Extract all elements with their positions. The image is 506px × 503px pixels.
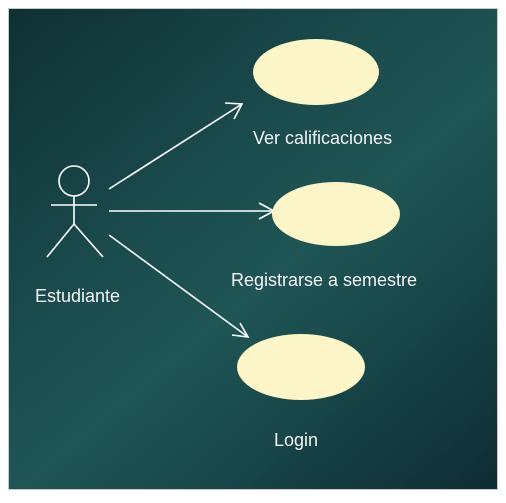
actor-left-leg [46, 223, 75, 258]
use-case-label-login: Login [274, 430, 319, 450]
actor-head [58, 165, 90, 197]
arrowhead-ver-calificaciones [224, 102, 244, 120]
actor-right-leg [73, 223, 104, 258]
arrow-ver-calificaciones [108, 103, 243, 190]
use-case-registrarse-ellipse [272, 182, 400, 246]
arrow-login [108, 234, 249, 338]
use-case-login-ellipse [237, 334, 365, 400]
actor-figure [46, 165, 104, 258]
use-case-ver-calificaciones-ellipse [253, 39, 379, 105]
use-case-label-registrarse: Registrarse a semestre [231, 270, 418, 290]
use-case-diagram: Estudiante Ver calificaciones Registrars… [8, 8, 498, 490]
actor-label: Estudiante [35, 286, 121, 306]
diagram-graphics [46, 39, 400, 400]
arrowhead-login [231, 322, 250, 338]
association-arrows [108, 102, 276, 338]
use-case-label-ver-calificaciones: Ver calificaciones [253, 128, 393, 148]
